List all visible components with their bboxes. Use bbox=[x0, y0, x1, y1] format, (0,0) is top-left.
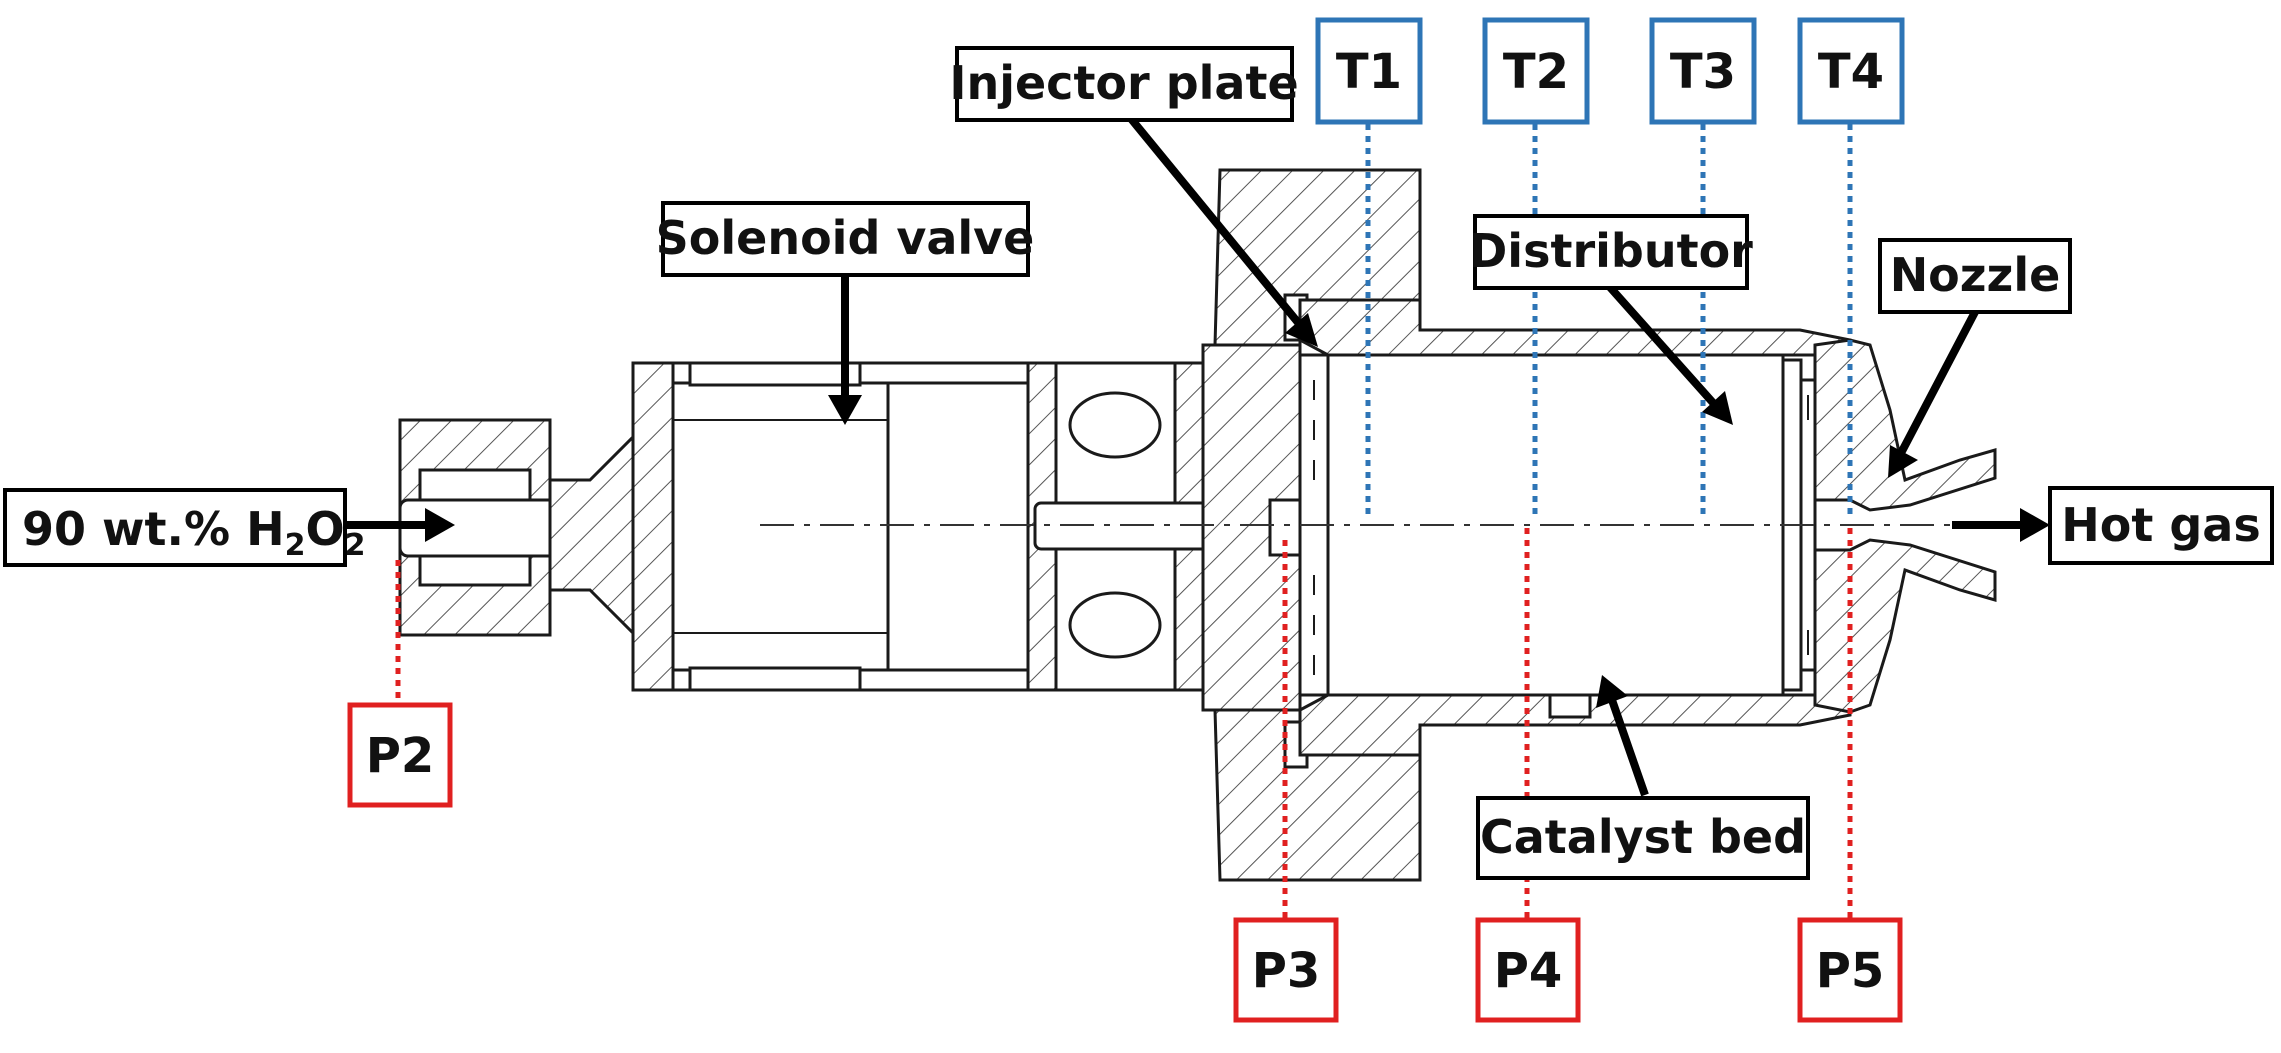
svg-text:T1: T1 bbox=[1336, 44, 1402, 100]
label-hot-gas: Hot gas bbox=[2048, 486, 2274, 565]
svg-text:P5: P5 bbox=[1816, 943, 1885, 999]
svg-text:90 wt.% H2O2: 90 wt.% H2O2 bbox=[22, 502, 365, 563]
svg-text:T3: T3 bbox=[1670, 44, 1736, 100]
hot-gas-arrowhead bbox=[2020, 508, 2050, 542]
catalyst-arrowhead bbox=[1596, 675, 1628, 708]
svg-text:P2: P2 bbox=[366, 728, 435, 784]
svg-text:T2: T2 bbox=[1503, 44, 1569, 100]
svg-text:Nozzle: Nozzle bbox=[1890, 248, 2061, 302]
callout-arrows bbox=[345, 112, 2050, 797]
solenoid-arrowhead bbox=[828, 395, 862, 425]
sensor-p3: P3 bbox=[1233, 917, 1339, 1023]
sensor-t3: T3 bbox=[1649, 17, 1757, 125]
sensor-p4: P4 bbox=[1475, 917, 1581, 1023]
label-inlet: 90 wt.% H2O2 bbox=[3, 488, 365, 567]
svg-text:Catalyst bed: Catalyst bed bbox=[1480, 810, 1806, 864]
nozzle-arrowhead bbox=[1888, 445, 1918, 478]
sensor-t2: T2 bbox=[1482, 17, 1590, 125]
sensor-t4: T4 bbox=[1797, 17, 1905, 125]
svg-text:P3: P3 bbox=[1252, 943, 1321, 999]
distributor-arrowhead bbox=[1702, 391, 1733, 425]
thruster-body bbox=[398, 168, 2040, 882]
svg-text:P4: P4 bbox=[1494, 943, 1563, 999]
inlet-arrowhead bbox=[425, 508, 455, 542]
injector-arrowhead bbox=[1285, 313, 1318, 347]
chamber-wall-top bbox=[1298, 298, 1852, 357]
label-distributor: Distributor bbox=[1469, 214, 1753, 290]
label-injector-plate: Injector plate bbox=[949, 46, 1299, 122]
sensor-p2: P2 bbox=[347, 702, 453, 808]
sensor-p5: P5 bbox=[1797, 917, 1903, 1023]
svg-text:T4: T4 bbox=[1818, 44, 1884, 100]
sensor-t1: T1 bbox=[1315, 17, 1423, 125]
label-solenoid-valve: Solenoid valve bbox=[656, 201, 1035, 277]
label-catalyst-bed: Catalyst bed bbox=[1476, 796, 1810, 880]
label-nozzle: Nozzle bbox=[1878, 238, 2072, 314]
temperature-probe-lines bbox=[1365, 124, 1853, 518]
svg-text:Injector plate: Injector plate bbox=[949, 56, 1298, 110]
svg-text:Distributor: Distributor bbox=[1469, 224, 1753, 278]
svg-text:Hot gas: Hot gas bbox=[2061, 498, 2260, 552]
solenoid-valve-housing bbox=[631, 361, 1030, 692]
svg-text:Solenoid valve: Solenoid valve bbox=[656, 211, 1035, 265]
